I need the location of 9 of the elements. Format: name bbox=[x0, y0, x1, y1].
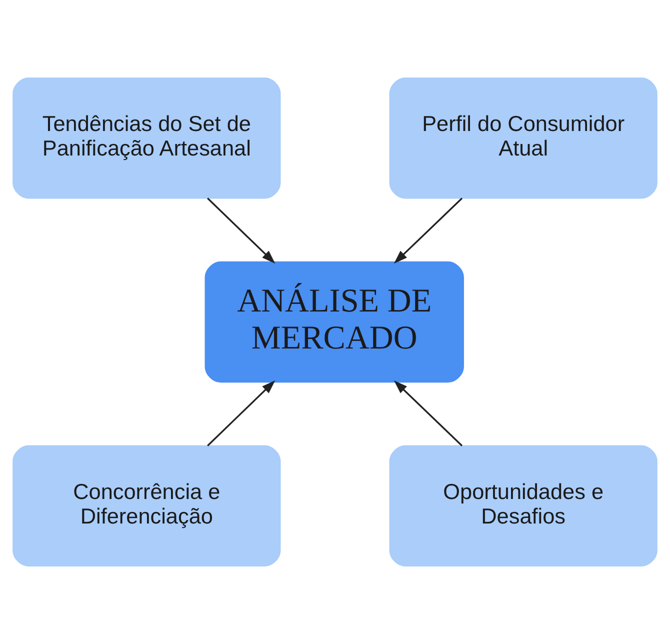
arrow bbox=[394, 198, 463, 264]
node-box: Tendências do Set de Panificação Artesanal bbox=[12, 77, 281, 199]
node-box: Perfil do Consumidor Atual bbox=[389, 77, 658, 199]
arrow bbox=[394, 380, 463, 446]
node-box: ANÁLISE DE MERCADO bbox=[204, 261, 464, 383]
arrow bbox=[207, 380, 276, 446]
arrow bbox=[207, 198, 276, 264]
node-box: Concorrência e Diferenciação bbox=[12, 445, 281, 567]
node-box: Oportunidades e Desafios bbox=[389, 445, 658, 567]
